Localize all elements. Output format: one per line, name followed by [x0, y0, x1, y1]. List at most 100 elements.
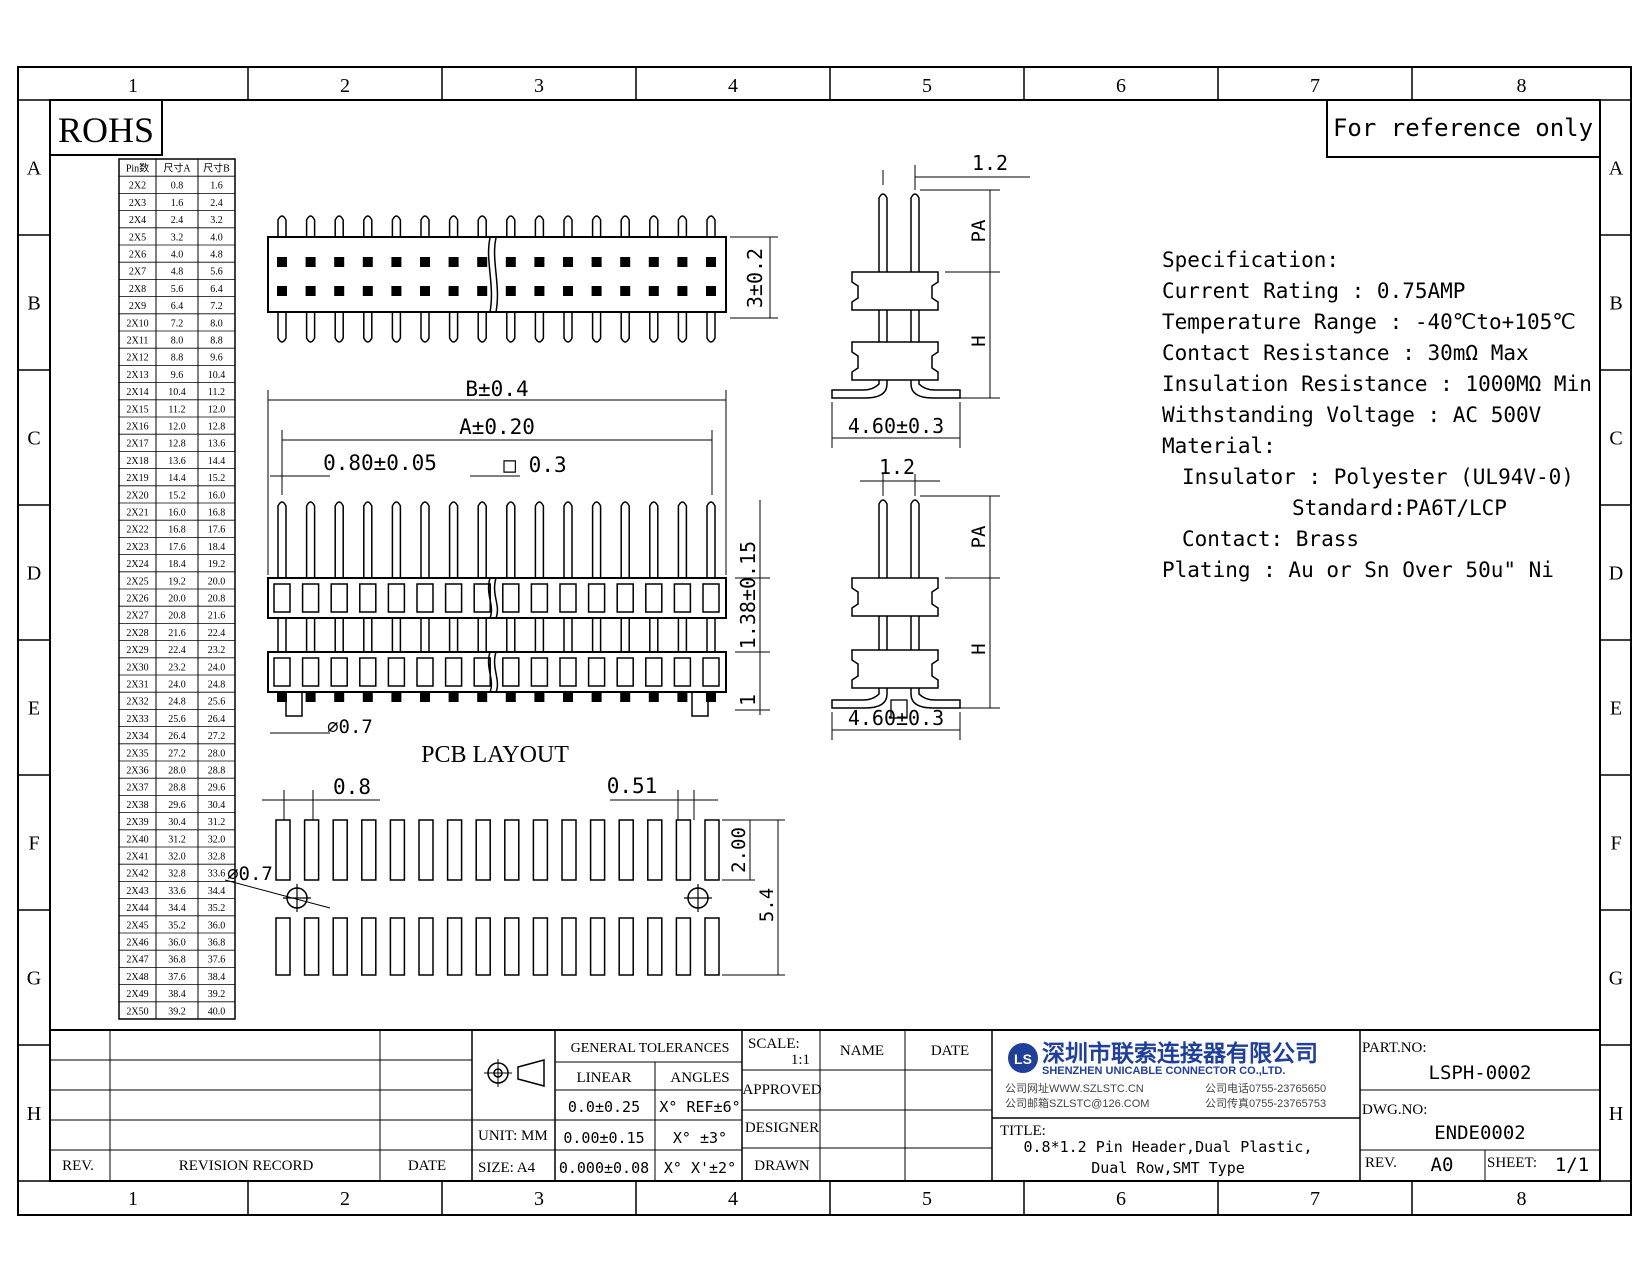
pin-table-cell: 13.6: [208, 439, 226, 450]
pin-table-cell: 2X8: [129, 284, 146, 295]
pcb-hole-left: [283, 884, 311, 912]
pin-table-cell: 14.4: [168, 473, 186, 484]
top-contact-square: [563, 257, 573, 267]
pin-table-cell: 37.6: [168, 972, 186, 983]
pcb-pad: [275, 819, 291, 881]
side-h-dim: H: [968, 643, 990, 654]
front-pin: [649, 501, 659, 578]
top-contact-square: [448, 286, 459, 296]
side-width-dim: 4.60±0.3: [848, 414, 944, 438]
pin-table-cell: 2X39: [126, 817, 148, 828]
pin-table-cell: 36.8: [168, 955, 186, 966]
pin-table-cell: 40.0: [208, 1006, 226, 1017]
row-label-left: B: [27, 293, 40, 315]
pin-table-cell: 33.6: [208, 869, 226, 880]
pcb-pad: [303, 917, 320, 976]
spec-line: Specification:: [1162, 248, 1339, 272]
reference-note: For reference only: [1333, 114, 1593, 142]
spec-line: Contact Resistance : 30mΩ Max: [1162, 341, 1529, 365]
top-pin-upper: [277, 215, 287, 237]
pcb-total-dim: 5.4: [756, 888, 778, 922]
pin-table-cell: 22.4: [208, 628, 226, 639]
pcb-pad: [647, 819, 663, 881]
pin-table-cell: 0.8: [171, 181, 184, 192]
pin-table-cell: 23.2: [168, 662, 186, 673]
top-pin-upper: [448, 215, 459, 237]
side-insulator: [851, 577, 939, 617]
spec-line: Current Rating : 0.75AMP: [1162, 279, 1465, 303]
break-line: [493, 577, 499, 619]
pin-table-cell: 2X14: [126, 387, 148, 398]
front-pin: [563, 501, 573, 578]
pcb-pad: [504, 917, 520, 976]
pin-table-cell: 34.4: [208, 886, 226, 897]
rev-value: A0: [1431, 1154, 1454, 1176]
pin-table-cell: 2X25: [126, 576, 148, 587]
pin-table-cell: 2X27: [126, 611, 148, 622]
pin-table-cell: 2X2: [129, 181, 146, 192]
revision-date-header: DATE: [408, 1158, 446, 1174]
pin-table-cell: 2X22: [126, 525, 148, 536]
rev-value-label: REV.: [1365, 1155, 1397, 1171]
pin-table-cell: 24.8: [168, 697, 186, 708]
row-label-left: C: [27, 428, 40, 450]
pin-table-cell: 2X31: [126, 680, 148, 691]
row-label-left: A: [27, 158, 42, 180]
sheet-value: 1/1: [1555, 1154, 1589, 1176]
scale-value: 1:1: [791, 1052, 810, 1068]
top-contact-square: [620, 257, 631, 267]
pin-table-cell: 18.4: [168, 559, 186, 570]
row-label-right: D: [1609, 563, 1623, 585]
tolerance-angle-value: X° REF±6°: [659, 1098, 740, 1116]
pin-table-cell: 2X17: [126, 439, 148, 450]
side-post: [890, 699, 908, 719]
top-pin-lower: [277, 312, 287, 343]
pin-table-cell: 21.6: [168, 628, 186, 639]
pin-table-cell: 36.0: [168, 938, 186, 949]
pin-table-cell: 2X30: [126, 662, 148, 673]
top-pin-lower: [305, 312, 316, 343]
front-cavity: [702, 583, 720, 613]
pin-table-cell: 2X10: [126, 318, 148, 329]
pin-table-cell: 6.4: [171, 301, 184, 312]
pin-table-cell: 19.2: [208, 559, 226, 570]
pin-table-cell: 39.2: [208, 989, 226, 1000]
pcb-pad-dim: 0.51: [607, 774, 658, 798]
front-view: B±0.4 A±0.20 0.80±0.05 □ 0.3 1.38±0.15 1…: [267, 377, 770, 738]
pin-table-cell: 34.4: [168, 903, 186, 914]
b-width-dim: B±0.4: [465, 377, 528, 401]
top-contact-square: [477, 286, 488, 296]
top-contact-square: [448, 257, 459, 267]
top-pin-upper: [706, 215, 716, 237]
pin-table-cell: 28.0: [208, 748, 226, 759]
pcb-pad: [361, 819, 377, 881]
pin-table-cell: 2X40: [126, 834, 148, 845]
company-fax: 公司传真0755-23765753: [1205, 1096, 1326, 1110]
company-email: 公司邮箱SZLSTC@126.COM: [1005, 1096, 1149, 1110]
front-cavity: [473, 657, 491, 687]
pin-table-cell: 4.8: [171, 267, 184, 278]
pin-table-cell: 8.0: [171, 336, 184, 347]
tolerance-linear-value: 0.00±0.15: [563, 1129, 644, 1147]
pcb-pad: [561, 819, 577, 881]
pin-table-cell: 11.2: [208, 387, 225, 398]
side-pin: [910, 499, 920, 578]
pin-table-cell: 2X9: [129, 301, 146, 312]
top-pin-upper: [534, 215, 545, 237]
pin-table-cell: 31.2: [168, 834, 186, 845]
front-cavity: [416, 657, 434, 687]
column-label-top: 6: [1116, 75, 1126, 97]
spec-line: Insulator : Polyester (UL94V-0): [1182, 465, 1574, 489]
company-website: 公司网址WWW.SZLSTC.CN: [1005, 1081, 1144, 1095]
pcb-pad: [561, 917, 577, 976]
front-solder-tail: [305, 692, 316, 702]
pin-table-cell: 3.2: [210, 215, 223, 226]
spec-line: Insulation Resistance : 1000MΩ Min: [1162, 372, 1592, 396]
top-contact-square: [391, 257, 402, 267]
top-contact-square: [305, 286, 316, 296]
pin-table-cell: 2X37: [126, 783, 148, 794]
pin-table-cell: 7.2: [210, 301, 223, 312]
front-cavity: [559, 583, 577, 613]
pin-table-cell: 17.6: [208, 525, 226, 536]
